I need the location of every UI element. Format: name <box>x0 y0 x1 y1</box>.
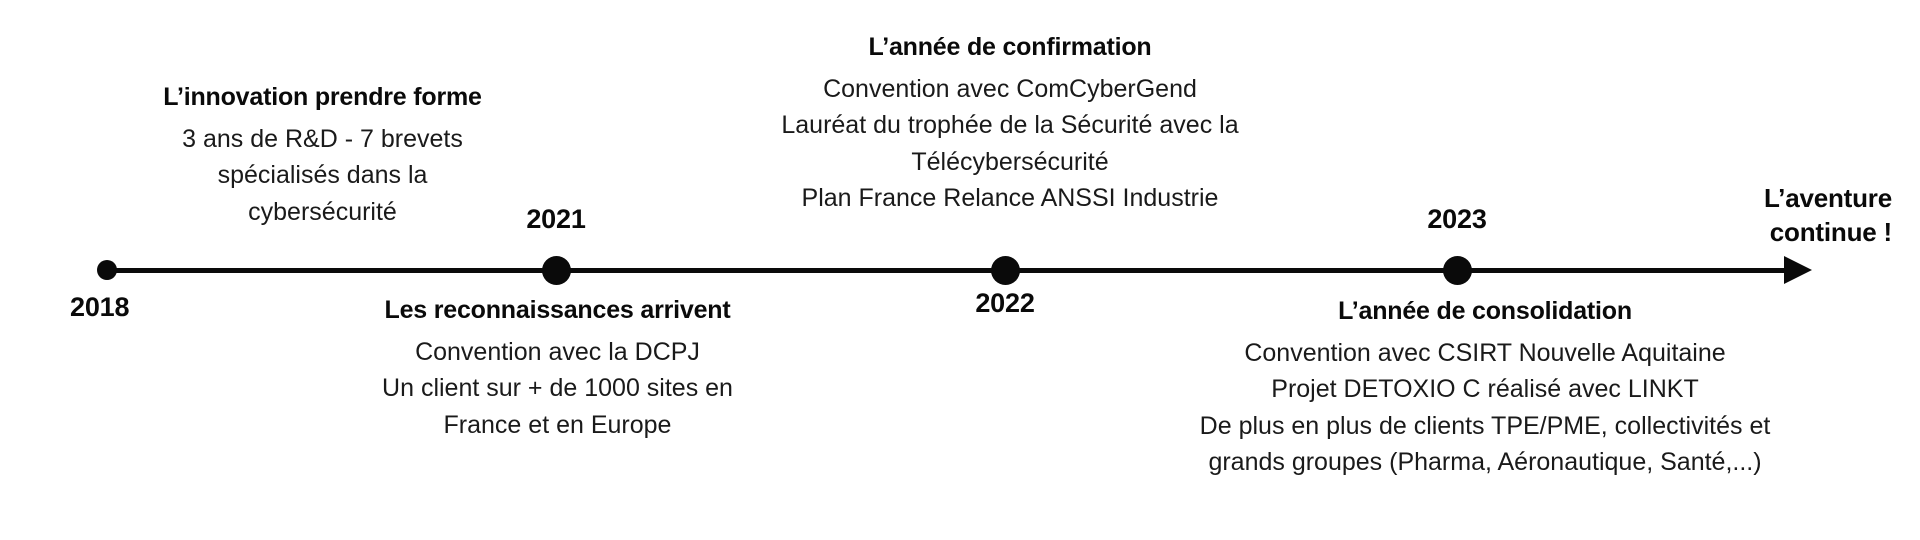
event-detail-line: Lauréat du trophée de la Sécurité avec l… <box>781 111 1239 139</box>
event-detail-line: grands groupes (Pharma, Aéronautique, Sa… <box>1208 448 1762 476</box>
event-headline-2021: Les reconnaissances arrivent <box>384 296 731 324</box>
timeline-event-2018: L’innovation prendre forme 3 ans de R&D … <box>70 82 575 230</box>
end-caption-line-1: L’aventure <box>1763 183 1892 213</box>
event-headline-2018: L’innovation prendre forme <box>163 83 482 111</box>
timeline-node-dot-2023 <box>1442 256 1472 285</box>
timeline-node-dot-2022 <box>990 256 1020 285</box>
event-headline-2023: L’année de consolidation <box>1338 297 1632 325</box>
timeline-event-2021: Les reconnaissances arrivent Convention … <box>290 295 825 443</box>
event-detail-line: France et en Europe <box>443 410 672 439</box>
event-detail-line: spécialisés dans la <box>217 161 428 189</box>
year-label-2018: 2018 <box>70 292 130 322</box>
end-caption-line-2: continue ! <box>1769 216 1892 247</box>
event-detail-line: 3 ans de R&D - 7 brevets <box>182 124 463 153</box>
year-label-2022: 2022 <box>975 288 1035 318</box>
timeline-end-caption: L’aventure continue ! <box>1662 182 1892 250</box>
timeline-axis-line <box>105 268 1805 273</box>
event-detail-line: Convention avec CSIRT Nouvelle Aquitaine <box>1244 338 1726 367</box>
timeline-node-dot-2021 <box>541 256 571 285</box>
event-detail-line: Convention avec la DCPJ <box>415 337 700 366</box>
year-label-2023: 2023 <box>1427 204 1487 234</box>
event-detail-line: Plan France Relance ANSSI Industrie <box>801 184 1219 212</box>
year-label-2021: 2021 <box>526 204 586 234</box>
event-detail-line: Convention avec ComCyberGend <box>823 74 1197 103</box>
timeline-event-2023: L’année de consolidation Convention avec… <box>1105 296 1865 481</box>
event-detail-line: Télécybersécurité <box>911 147 1109 176</box>
event-detail-line: De plus en plus de clients TPE/PME, coll… <box>1199 411 1771 440</box>
timeline-node-dot-2018 <box>97 260 117 280</box>
event-detail-line: Un client sur + de 1000 sites en <box>382 374 733 402</box>
event-detail-line: cybersécurité <box>248 197 397 226</box>
event-headline-2022: L’année de confirmation <box>868 33 1152 61</box>
timeline-event-2022: L’année de confirmation Convention avec … <box>705 32 1315 217</box>
event-detail-line: Projet DETOXIO C réalisé avec LINKT <box>1271 375 1699 403</box>
timeline-arrow-icon <box>1784 256 1812 284</box>
